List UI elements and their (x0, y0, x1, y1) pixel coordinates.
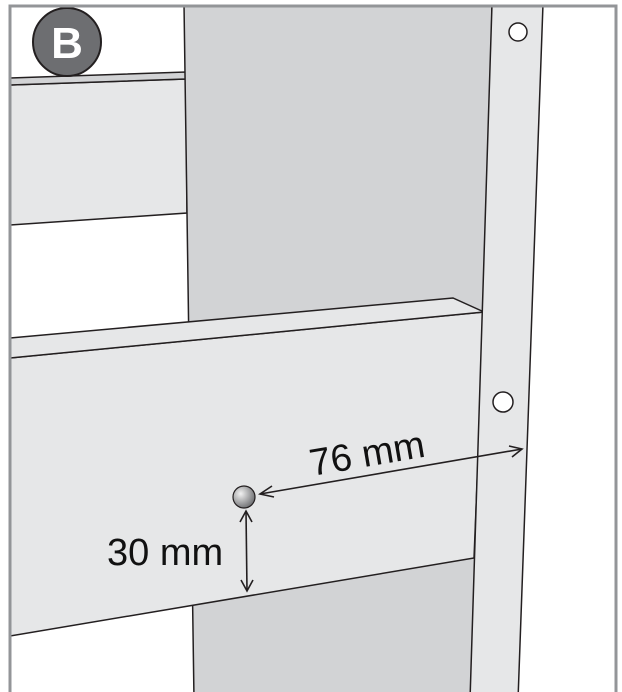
post-hole-top (508, 22, 528, 42)
vertical-dimension-label: 30 mm (107, 532, 223, 574)
step-badge-letter: B (51, 19, 83, 68)
side-post (469, 6, 544, 692)
horizontal-dimension-arrow (257, 445, 524, 498)
post-hole-middle (492, 391, 514, 413)
drill-hole-marker (232, 485, 256, 509)
frame-border (8, 4, 618, 692)
upper-rail-face (10, 78, 188, 226)
vertical-dimension-arrow (239, 509, 254, 593)
step-badge: B (32, 7, 102, 77)
